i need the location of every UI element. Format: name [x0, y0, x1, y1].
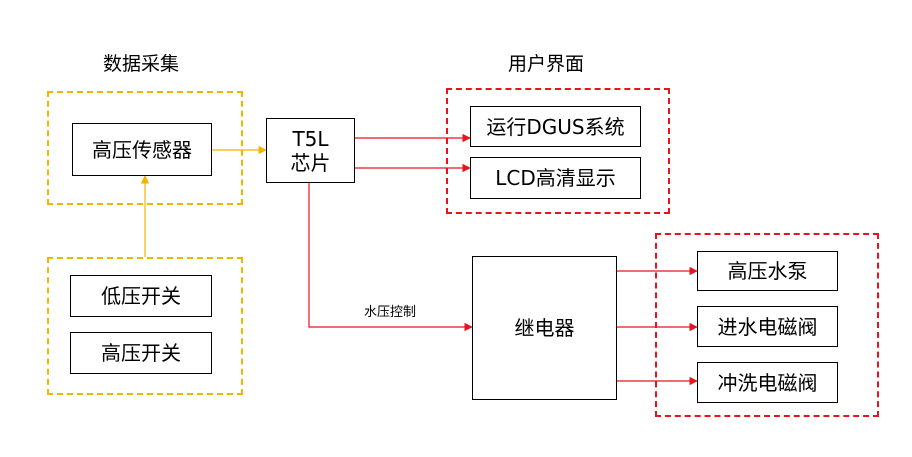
node-relay: 继电器	[472, 256, 617, 400]
node-t5l-chip-line2: 芯片	[290, 150, 331, 175]
group-frame-actuators	[655, 233, 879, 417]
node-hp-switch: 高压开关	[70, 332, 212, 374]
node-lp-switch-label: 低压开关	[101, 284, 181, 308]
arrow-chip-to-relay	[308, 183, 473, 332]
node-dgus-label: 运行DGUS系统	[486, 114, 625, 139]
node-lp-switch: 低压开关	[70, 275, 212, 317]
node-lcd: LCD高清显示	[470, 157, 641, 199]
group-title-data-collection: 数据采集	[103, 53, 180, 75]
group-title-user-interface: 用户界面	[508, 53, 585, 75]
node-flush-valve-label: 冲洗电磁阀	[717, 370, 818, 395]
edge-label-pressure-control: 水压控制	[364, 305, 417, 320]
node-inlet-valve: 进水电磁阀	[697, 306, 838, 347]
node-hp-switch-label: 高压开关	[101, 341, 181, 365]
node-inlet-valve-label: 进水电磁阀	[717, 314, 818, 339]
node-t5l-chip: T5L 芯片	[266, 118, 355, 183]
group-frame-user-interface	[446, 88, 670, 214]
node-pump: 高压水泵	[697, 251, 838, 291]
node-relay-label: 继电器	[514, 316, 575, 340]
node-dgus: 运行DGUS系统	[470, 106, 641, 147]
node-lcd-label: LCD高清显示	[495, 166, 616, 190]
node-hp-sensor: 高压传感器	[72, 123, 212, 176]
group-frame-switches	[47, 257, 243, 395]
node-flush-valve: 冲洗电磁阀	[697, 362, 838, 403]
node-hp-sensor-label: 高压传感器	[92, 137, 192, 162]
node-pump-label: 高压水泵	[727, 259, 808, 283]
node-t5l-chip-line1: T5L	[292, 126, 329, 151]
